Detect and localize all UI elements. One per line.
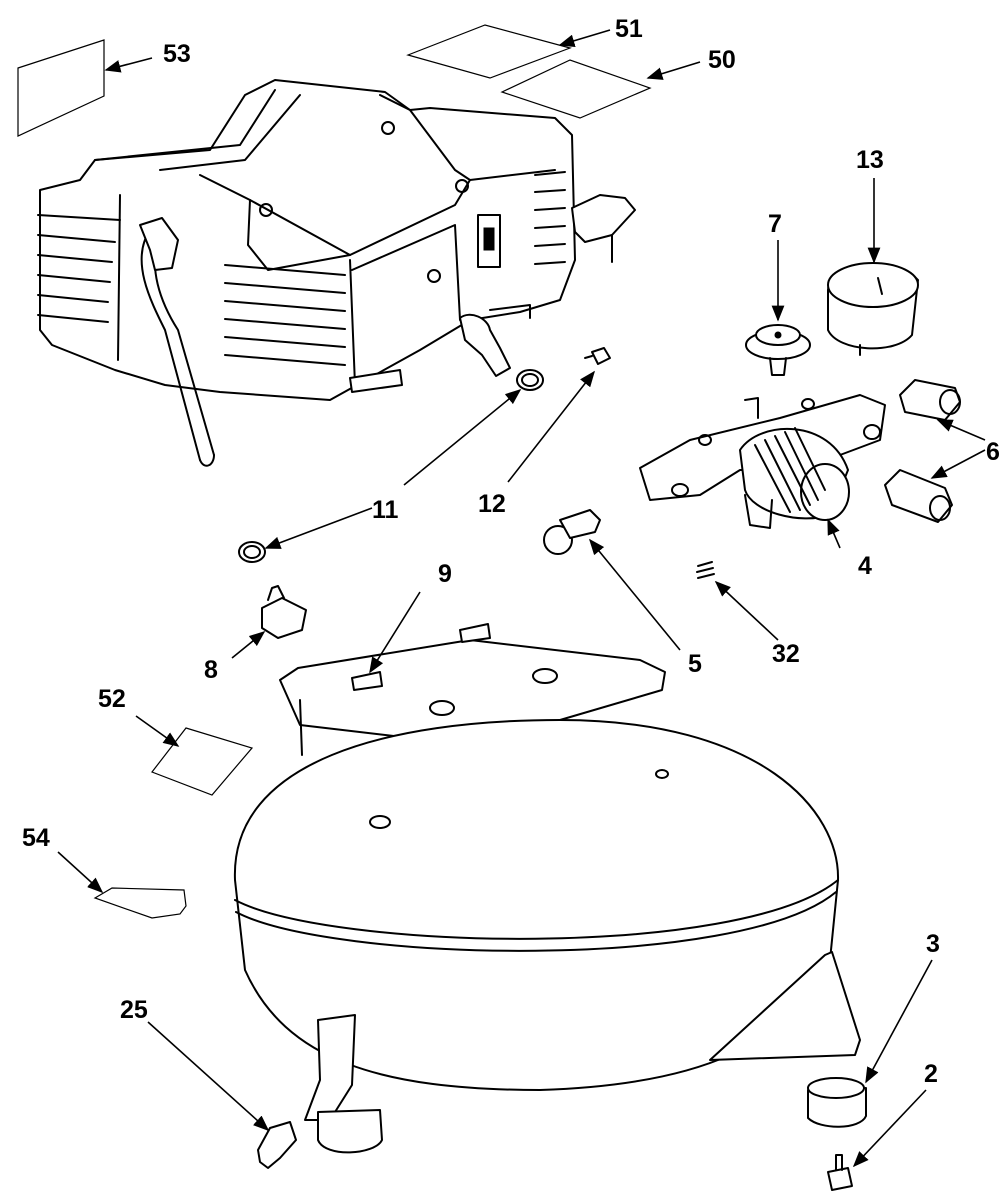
motor-pump-assembly [37, 79, 636, 467]
spring-32 [696, 561, 715, 579]
callout-13: 13 [856, 146, 884, 174]
quick-coupler-6-upper [899, 379, 961, 421]
hose-clamp-11-upper [516, 369, 544, 391]
callout-54: 54 [22, 824, 50, 852]
callout-4: 4 [858, 552, 872, 580]
callout-11: 11 [372, 496, 399, 524]
label-decal-50 [500, 59, 652, 119]
callout-52: 52 [98, 685, 126, 713]
screw-2 [827, 1154, 853, 1191]
label-decal-51 [406, 24, 572, 79]
screw-12 [584, 347, 611, 365]
label-decal-54 [93, 887, 187, 919]
callout-50: 50 [708, 46, 736, 74]
callout-5: 5 [688, 650, 702, 678]
callout-3: 3 [926, 930, 940, 958]
leader-lines [57, 29, 986, 1168]
regulator-knob-7 [745, 324, 811, 376]
safety-valve-5 [543, 509, 601, 555]
callout-8: 8 [204, 656, 218, 684]
callout-6: 6 [986, 438, 1000, 466]
fitting-8 [261, 585, 307, 639]
callout-51: 51 [615, 15, 643, 43]
callout-32: 32 [772, 640, 800, 668]
air-tank [233, 623, 861, 1154]
callout-7: 7 [768, 210, 782, 238]
callout-53: 53 [163, 40, 191, 68]
manifold-4 [639, 394, 886, 529]
callout-9: 9 [438, 560, 452, 588]
callout-2: 2 [924, 1060, 938, 1088]
quick-coupler-6-lower [884, 469, 953, 523]
label-decal-53 [17, 39, 105, 137]
pressure-gauge-13 [827, 262, 919, 356]
drain-valve-25 [257, 1121, 297, 1169]
rubber-foot-3 [807, 1077, 867, 1128]
callout-12: 12 [478, 490, 506, 518]
callout-25: 25 [120, 996, 148, 1024]
hose-clamp-11-lower [238, 541, 266, 563]
